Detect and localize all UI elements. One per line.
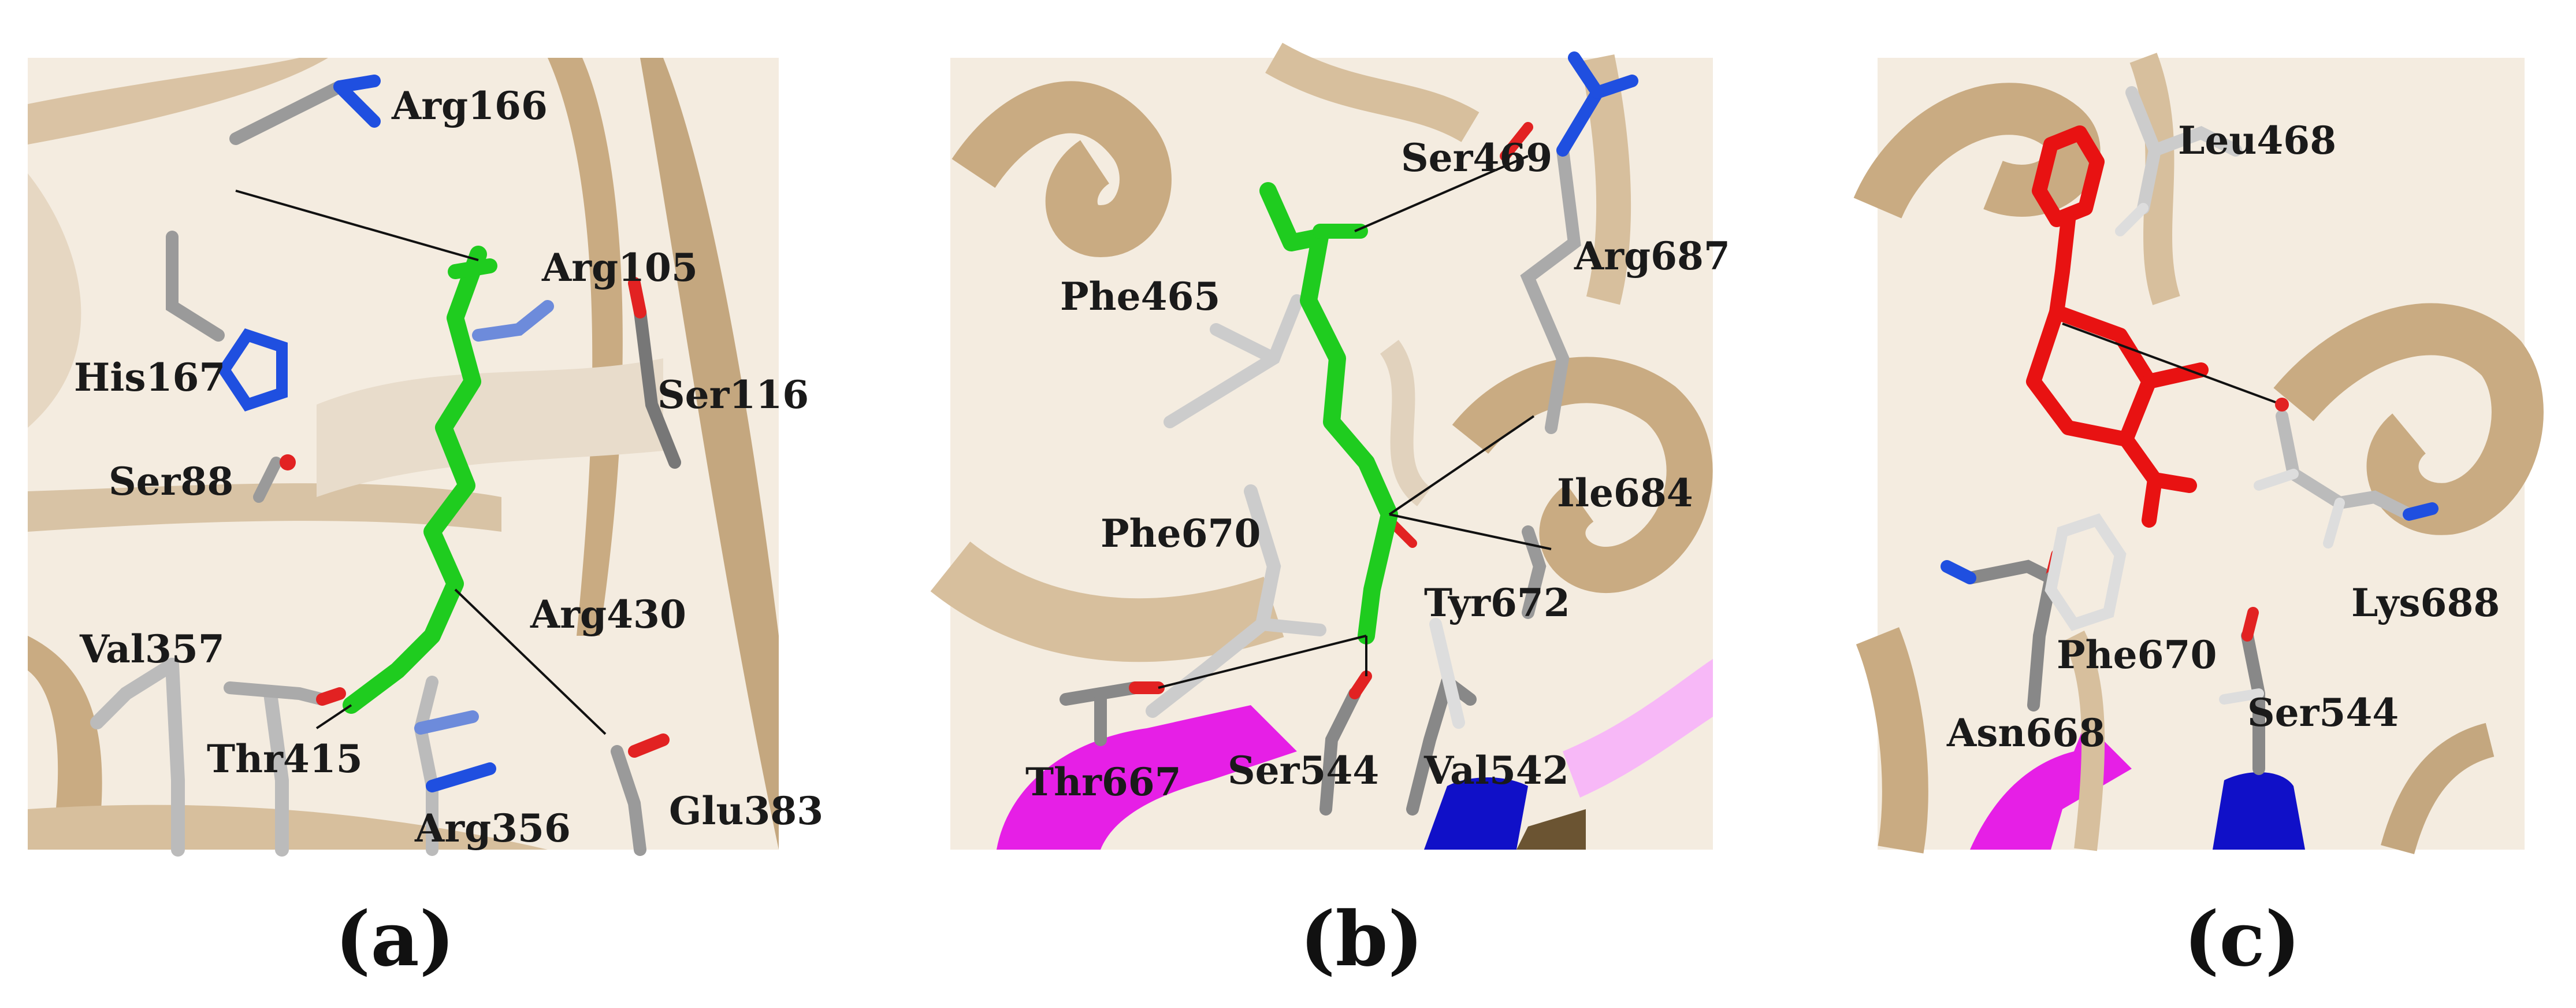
residue-label: Ser88 <box>109 459 234 504</box>
panel-c-structure <box>1853 53 2544 855</box>
residue-label: Leu468 <box>2178 118 2337 163</box>
residue-label: Arg356 <box>415 806 571 851</box>
panel-b-structure <box>930 42 1713 850</box>
residue-label: Val357 <box>80 627 225 672</box>
residue-label: Tyr672 <box>1424 580 1570 625</box>
panel-a: Arg166 Arg105 His167 Ser116 Ser88 Arg430… <box>28 58 823 857</box>
residue-label: Thr667 <box>1025 759 1181 805</box>
panel-b-caption: (b) <box>1300 895 1423 983</box>
panel-c-caption: (c) <box>2184 895 2301 983</box>
residue-label: Phe465 <box>1060 274 1221 319</box>
residue-label: His167 <box>74 355 226 400</box>
panel-c: Leu468 Lys688 Phe670 Asn668 Ser544 <box>1853 53 2544 855</box>
panel-b: Ser469 Phe465 Arg687 Ile684 Phe670 Tyr67… <box>930 42 1730 850</box>
residue-label: Val542 <box>1424 748 1569 793</box>
residue-label: Arg166 <box>392 83 548 128</box>
panel-a-structure <box>28 58 779 857</box>
residue-label: Arg430 <box>530 592 686 637</box>
residue-label: Asn668 <box>1947 710 2106 755</box>
residue-label: Arg105 <box>542 245 698 290</box>
residue-label: Phe670 <box>2057 632 2217 677</box>
residue-label: Ser116 <box>657 372 809 417</box>
residue-label: Lys688 <box>2351 580 2500 625</box>
residue-label: Ser544 <box>1228 748 1380 793</box>
residue-label: Ser469 <box>1401 135 1553 180</box>
panel-a-caption: (a) <box>335 895 455 983</box>
residue-label: Phe670 <box>1101 511 1261 556</box>
residue-label: Arg687 <box>1574 234 1730 279</box>
residue-label: Glu383 <box>669 788 824 833</box>
residue-label: Thr415 <box>207 736 363 781</box>
residue-label: Ser544 <box>2247 690 2399 735</box>
residue-label: Ile684 <box>1557 470 1693 516</box>
